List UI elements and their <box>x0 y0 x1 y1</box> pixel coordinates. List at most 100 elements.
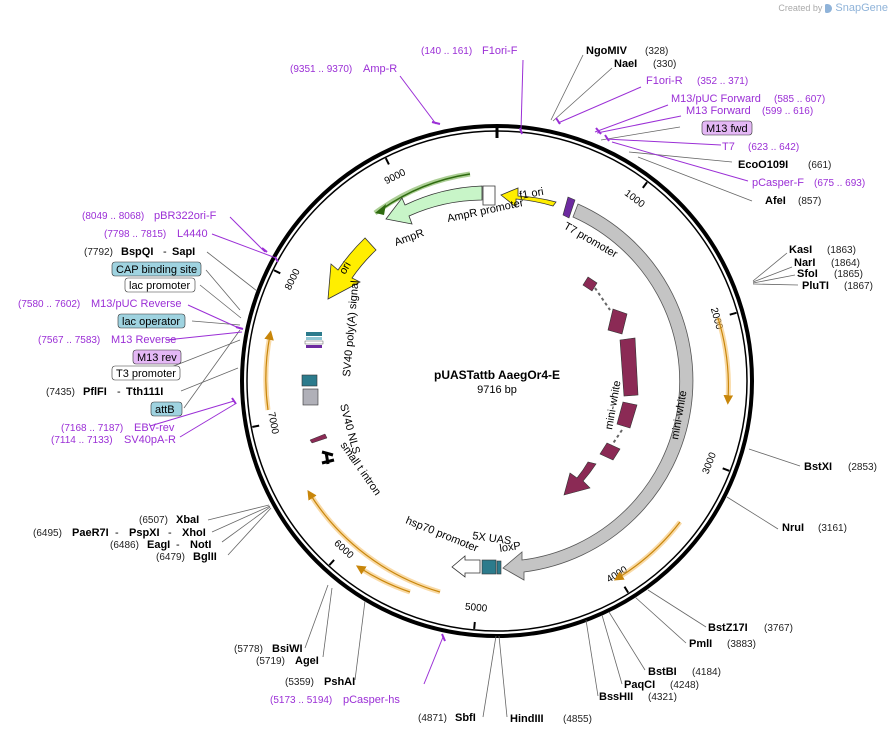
enzyme-sfoi: SfoI <box>797 268 818 280</box>
box-attb: attB <box>155 404 175 416</box>
ampr-promoter-feature <box>482 185 496 206</box>
lac-region-features <box>304 332 324 348</box>
enzyme-pflfi-pos: (7435) <box>46 387 75 398</box>
snapgene-credit: Created by SnapGene <box>778 2 888 14</box>
enzyme-ecoo109i-pos: (661) <box>808 160 831 171</box>
enzyme-sbfi: SbfI <box>455 712 476 724</box>
enzyme-paqci-pos: (4248) <box>670 680 699 691</box>
enzyme-tth111i: Tth111I <box>126 386 163 398</box>
primer-pbr322ori-f-range: (8049 .. 8068) <box>82 211 144 222</box>
snapgene-logo-icon <box>825 3 833 13</box>
boxed-labels: M13 fwd CAP binding site lac promoter la… <box>111 120 753 417</box>
credit-text: Created by <box>778 3 823 13</box>
attb-box-feature <box>301 374 318 387</box>
enzyme-naei: NaeI <box>614 58 637 70</box>
tick-mark-5000 <box>473 621 476 630</box>
enzyme-noti: NotI <box>190 539 211 551</box>
enzyme-kasi-pos: (1863) <box>827 245 856 256</box>
box-lac-promoter: lac promoter <box>129 280 190 292</box>
ori-feature <box>327 237 377 300</box>
ampr-label: AmpR <box>393 227 426 249</box>
loxp-feature <box>496 560 502 575</box>
primer-m13-forward-range: (599 .. 616) <box>762 106 813 117</box>
primer-amp-r: Amp-R <box>363 63 397 75</box>
primer-l4440-range: (7798 .. 7815) <box>104 229 166 240</box>
ampr-orf-head <box>375 204 386 215</box>
enzyme-pshai: PshAI <box>324 676 355 688</box>
enzyme-eagi-pos: (6486) <box>110 540 139 551</box>
enzyme-bspqi-pos: (7792) <box>84 247 113 258</box>
primer-f1ori-f: F1ori-F <box>482 45 518 57</box>
sv40-polya-label: SV40 poly(A) signal <box>341 280 361 377</box>
tick-mark-1000 <box>642 181 648 189</box>
enzyme-nari-pos: (1864) <box>831 258 860 269</box>
primer-pcasper-hs-range: (5173 .. 5194) <box>270 695 332 706</box>
primer-f1ori-r-range: (352 .. 371) <box>697 76 748 87</box>
f1-ori-label: f1 ori <box>518 186 544 202</box>
tick-label-8000: 8000 <box>283 267 303 292</box>
enzyme-bstz17i-pos: (3767) <box>764 623 793 634</box>
ori-label: ori <box>337 260 354 277</box>
primer-f1ori-f-range: (140 .. 161) <box>421 46 472 57</box>
box-cap-binding-site: CAP binding site <box>116 264 197 276</box>
enzyme-pspxi: PspXI <box>129 527 160 539</box>
t7-promoter-feature <box>562 196 576 219</box>
tick-mark-3000 <box>722 467 730 472</box>
enzyme-paqci: PaqCI <box>624 679 655 691</box>
box-m13-rev: M13 rev <box>137 352 177 364</box>
credit-brand: SnapGene <box>835 2 888 14</box>
enzyme-afei-pos: (857) <box>798 196 821 207</box>
enzyme-ecoo109i: EcoO109I <box>738 159 788 171</box>
enzyme-xbai: XbaI <box>176 514 199 526</box>
tick-label-9000: 9000 <box>383 167 408 187</box>
primer-m13puc-reverse: M13/pUC Reverse <box>91 298 181 310</box>
primer-m13-forward: M13 Forward <box>686 105 751 117</box>
enzyme-ngomiv-pos: (328) <box>645 46 668 57</box>
enzyme-bstxi-pos: (2853) <box>848 462 877 473</box>
primer-pcasper-hs: pCasper-hs <box>343 694 400 706</box>
hsp70-promoter-label: hsp70 promoter <box>404 515 480 555</box>
primer-f1ori-r: F1ori-R <box>646 75 683 87</box>
enzyme-bspqi: BspQI <box>121 246 153 258</box>
primer-pcasper-f-range: (675 .. 693) <box>814 178 865 189</box>
enzyme-bstz17i: BstZ17I <box>708 622 748 634</box>
enzyme-xbai-pos: (6507) <box>139 515 168 526</box>
loxp-label: loxP <box>499 540 522 555</box>
enzyme-paer7i-pos: (6495) <box>33 528 62 539</box>
primer-m13puc-reverse-range: (7580 .. 7602) <box>18 299 80 310</box>
sep-noti: - <box>176 539 180 551</box>
sep-tth: - <box>117 386 121 398</box>
enzyme-paer7i: PaeR7I <box>72 527 109 539</box>
enzyme-bglii-pos: (6479) <box>156 552 185 563</box>
enzyme-kasi: KasI <box>789 244 812 256</box>
enzyme-bstxi: BstXI <box>804 461 832 473</box>
enzyme-sbfi-pos: (4871) <box>418 713 447 724</box>
sep-sapi: - <box>163 246 167 258</box>
enzyme-bsshii-pos: (4321) <box>648 692 677 703</box>
tick-label-1000: 1000 <box>622 188 647 210</box>
box-lac-operator: lac operator <box>122 316 180 328</box>
uas-label: 5X UAS <box>472 530 512 547</box>
tick-label-5000: 5000 <box>464 602 488 615</box>
enzyme-hindiii-pos: (4855) <box>563 714 592 725</box>
enzyme-leaders <box>155 54 801 718</box>
ampr-feature <box>385 185 483 225</box>
enzyme-eagi: EagI <box>147 539 170 551</box>
tick-label-3000: 3000 <box>701 451 719 476</box>
enzyme-xhoi: XhoI <box>182 527 206 539</box>
mini-white-gene-feature <box>502 203 694 581</box>
mini-white-exons <box>563 276 639 496</box>
enzyme-pshai-pos: (5359) <box>285 677 314 688</box>
enzyme-agei: AgeI <box>295 655 319 667</box>
plasmid-name: pUASTattb AaegOr4-E <box>434 368 560 382</box>
enzyme-nrui-pos: (3161) <box>818 523 847 534</box>
primer-ebv-rev: EBV-rev <box>134 422 175 434</box>
enzyme-bsiwi-pos: (5778) <box>234 644 263 655</box>
tick-mark-9000 <box>384 157 390 165</box>
primer-leaders <box>149 59 749 685</box>
enzyme-afei: AfeI <box>765 195 786 207</box>
primer-m13puc-forward: M13/pUC Forward <box>671 93 761 105</box>
sep-xhoi: - <box>168 527 172 539</box>
orf-arrows <box>263 317 734 595</box>
